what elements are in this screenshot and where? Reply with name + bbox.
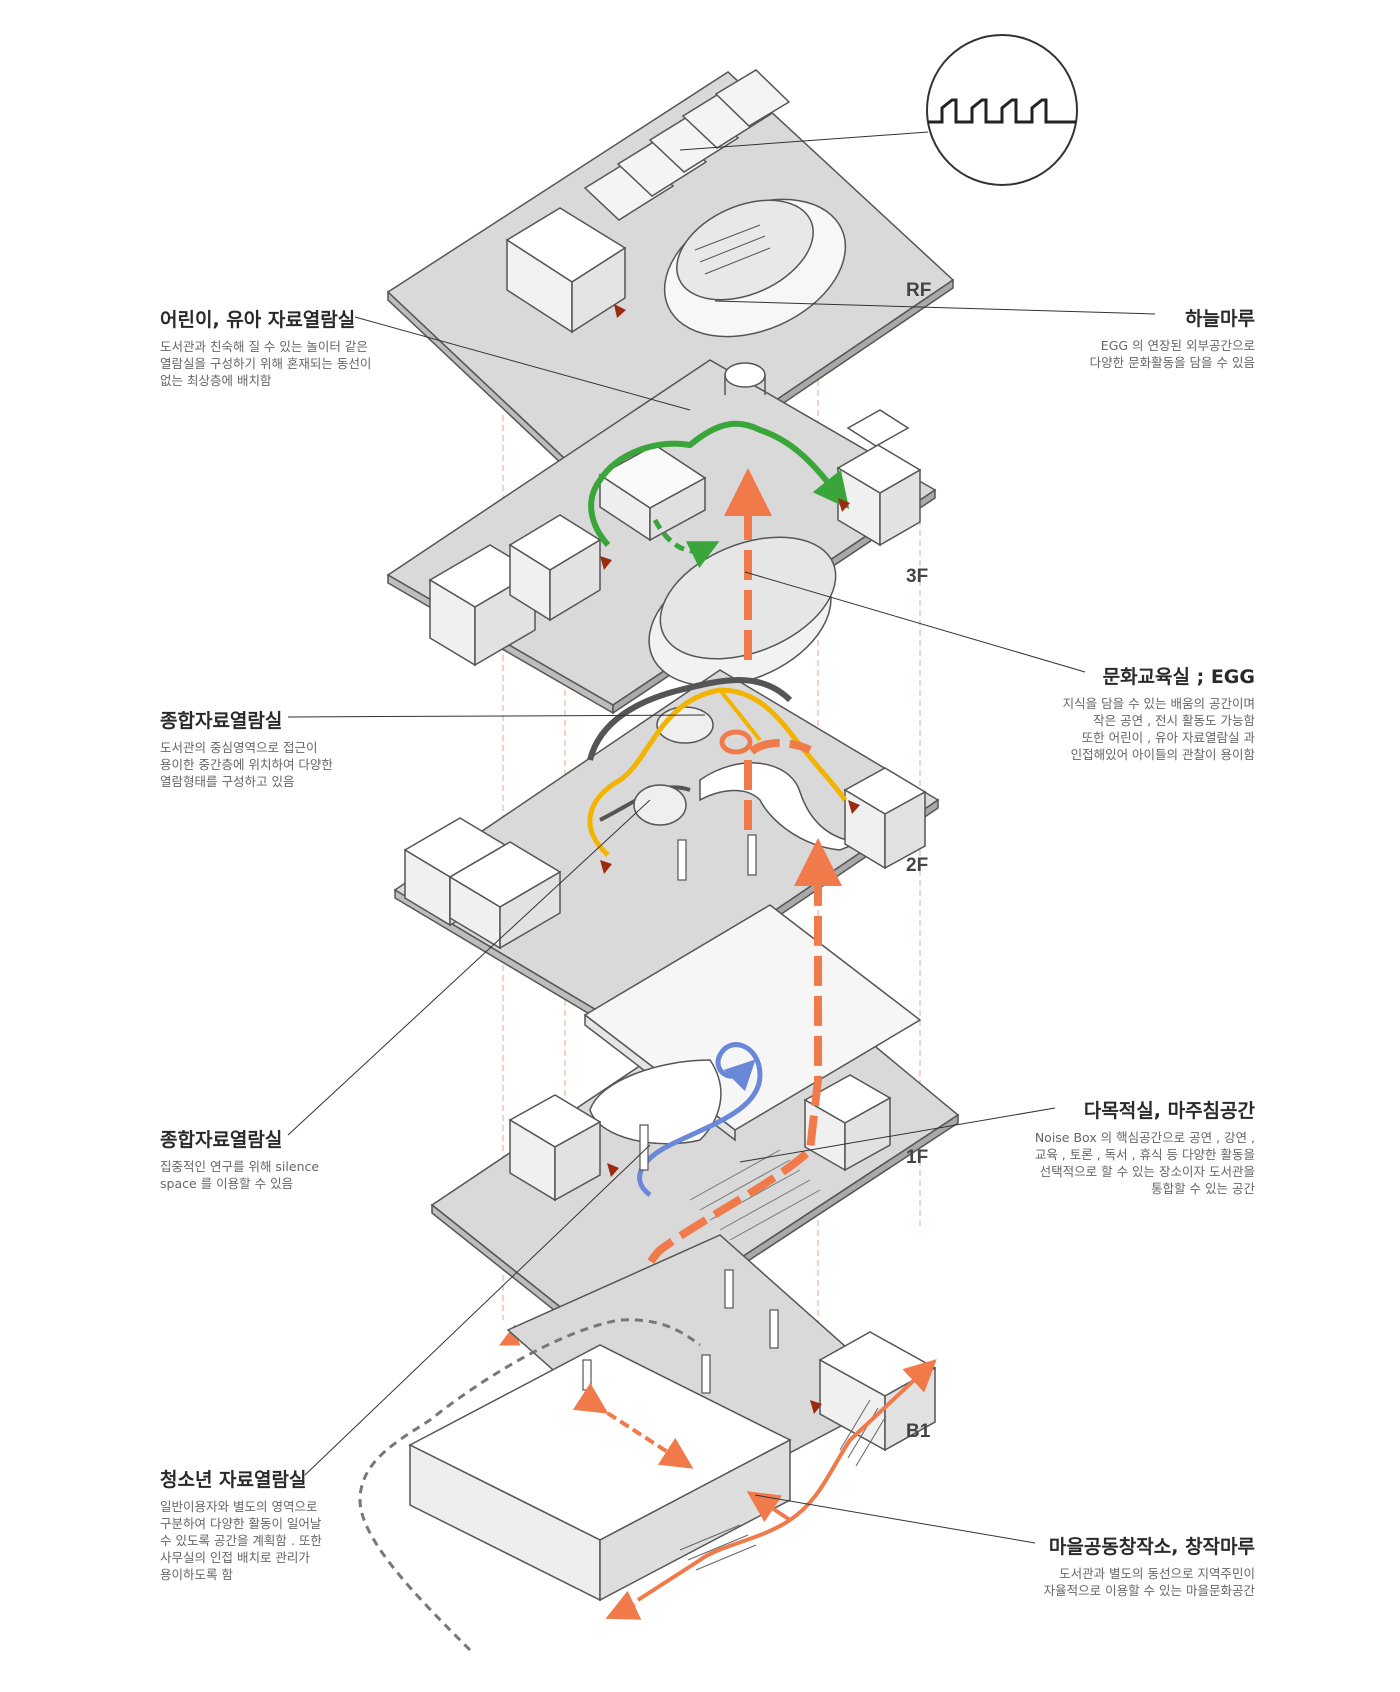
entrance-marker-icon: [810, 1400, 822, 1414]
annotation-desc: 일반이용자와 별도의 영역으로 구분하여 다양한 활동이 일어날 수 있도록 공…: [160, 1499, 322, 1582]
annotation-desc: EGG 의 연장된 외부공간으로 다양한 문화활동을 담을 수 있음: [1089, 338, 1255, 370]
annotation-title: 하늘마루: [1185, 308, 1255, 330]
annotation-desc: 도서관의 중심영역으로 접근이 용이한 중간층에 위치하여 다양한 열람형태를 …: [160, 740, 333, 789]
annotation-children-room: 어린이, 유아 자료열람실 도서관과 친숙해 질 수 있는 놀이터 같은 열람실…: [160, 305, 371, 389]
annotation-desc: 도서관과 친숙해 질 수 있는 놀이터 같은 열람실을 구성하기 위해 혼재되는…: [160, 339, 372, 388]
annotation-desc: 지식을 담을 수 있는 배움의 공간이며 작은 공연 , 전시 활동도 가능함 …: [1062, 696, 1255, 762]
annotation-desc: 집중적인 연구를 위해 silence space 를 이용할 수 있음: [160, 1159, 320, 1191]
floor-label-1f: 1F: [906, 1147, 929, 1168]
annotation-desc: 도서관과 별도의 동선으로 지역주민이 자율적으로 이용할 수 있는 마을문화공…: [1043, 1566, 1255, 1598]
annotation-general-room-silence: 종합자료열람실 집중적인 연구를 위해 silence space 를 이용할 …: [160, 1125, 319, 1192]
floor-label-2f: 2F: [906, 855, 929, 876]
general-route: [587, 687, 848, 857]
annotation-title: 종합자료열람실: [160, 710, 283, 732]
annotation-title: 문화교육실 ; EGG: [1102, 666, 1255, 688]
annotation-title: 마을공동창작소, 창작마루: [1048, 1536, 1255, 1558]
floor-label-b1: B1: [906, 1421, 931, 1442]
annotation-multipurpose: 다목적실, 마주침공간 Noise Box 의 핵심공간으로 공연 , 강연 ,…: [1035, 1096, 1255, 1197]
annotation-village: 마을공동창작소, 창작마루 도서관과 별도의 동선으로 지역주민이 자율적으로 …: [1044, 1532, 1255, 1599]
entrance-marker-icon: [607, 1163, 619, 1177]
annotation-general-room-2f: 종합자료열람실 도서관의 중심영역으로 접근이 용이한 중간층에 위치하여 다양…: [160, 706, 333, 790]
annotation-egg: 문화교육실 ; EGG 지식을 담을 수 있는 배움의 공간이며 작은 공연 ,…: [1063, 662, 1255, 763]
entrance-marker-icon: [600, 556, 612, 570]
skylight-detail-icon: [926, 34, 1078, 186]
outdoor-route: [358, 1318, 701, 1652]
annotation-title: 종합자료열람실: [160, 1129, 283, 1151]
children-route: [588, 420, 850, 548]
annotation-youth-room: 청소년 자료열람실 일반이용자와 별도의 영역으로 구분하여 다양한 활동이 일…: [160, 1465, 322, 1583]
floor-label-3f: 3F: [906, 566, 929, 587]
annotation-desc: Noise Box 의 핵심공간으로 공연 , 강연 , 교육 , 토론 , 독…: [1034, 1130, 1255, 1196]
roof-slab: [386, 69, 955, 518]
annotation-title: 청소년 자료열람실: [160, 1469, 307, 1491]
entrance-marker-icon: [848, 800, 860, 814]
annotation-sky-maru: 하늘마루 EGG 의 연장된 외부공간으로 다양한 문화활동을 담을 수 있음: [1090, 304, 1255, 371]
leader-lines: [287, 300, 1156, 1544]
entrance-marker-icon: [614, 304, 626, 318]
basement-slab: [408, 1234, 937, 1602]
multi-route: [637, 1042, 763, 1197]
floor-label-rf: RF: [906, 280, 932, 301]
annotation-title: 어린이, 유아 자료열람실: [160, 309, 356, 331]
entrance-marker-icon: [838, 498, 850, 512]
entrance-marker-icon: [600, 860, 612, 874]
annotation-title: 다목적실, 마주침공간: [1083, 1100, 1255, 1122]
leader-skylight: [679, 131, 929, 151]
